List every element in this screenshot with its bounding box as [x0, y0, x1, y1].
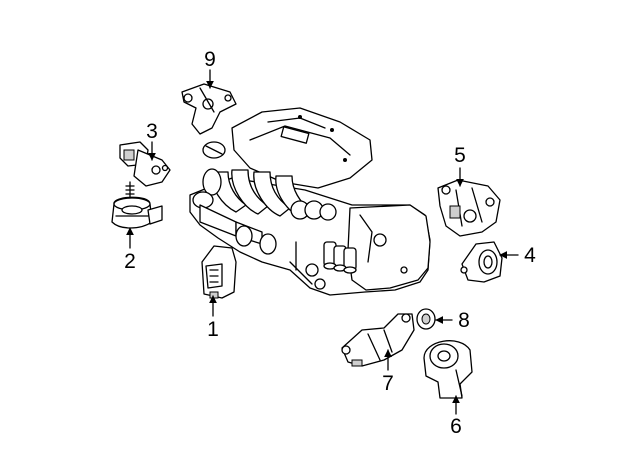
- callout-1: 1: [207, 318, 219, 341]
- callout-2: 2: [124, 250, 136, 273]
- callout-5: 5: [454, 144, 466, 167]
- part-5-mount-bracket: [437, 179, 501, 237]
- callout-6: 6: [450, 415, 462, 438]
- engine-assembly-drawing: [189, 107, 431, 296]
- callout-labels: 9 3 2 1 5 4 8 7 6: [124, 48, 536, 438]
- part-7-lower-bracket: [341, 313, 415, 367]
- callout-8: 8: [458, 309, 470, 332]
- part-8-bushing: [416, 308, 436, 330]
- part-9-upper-mount-bracket: [181, 83, 237, 135]
- part-1-side-mount: [201, 245, 237, 299]
- callout-3: 3: [146, 120, 158, 143]
- part-2-engine-mount: [111, 181, 163, 229]
- callout-4: 4: [524, 244, 536, 267]
- part-3-mount-bracket: [119, 141, 171, 187]
- part-4-rubber-mount: [460, 241, 503, 283]
- leader-arrows: [126, 69, 519, 415]
- callout-7: 7: [382, 372, 394, 395]
- callout-9: 9: [204, 48, 216, 71]
- part-6-transmission-mount: [423, 340, 473, 399]
